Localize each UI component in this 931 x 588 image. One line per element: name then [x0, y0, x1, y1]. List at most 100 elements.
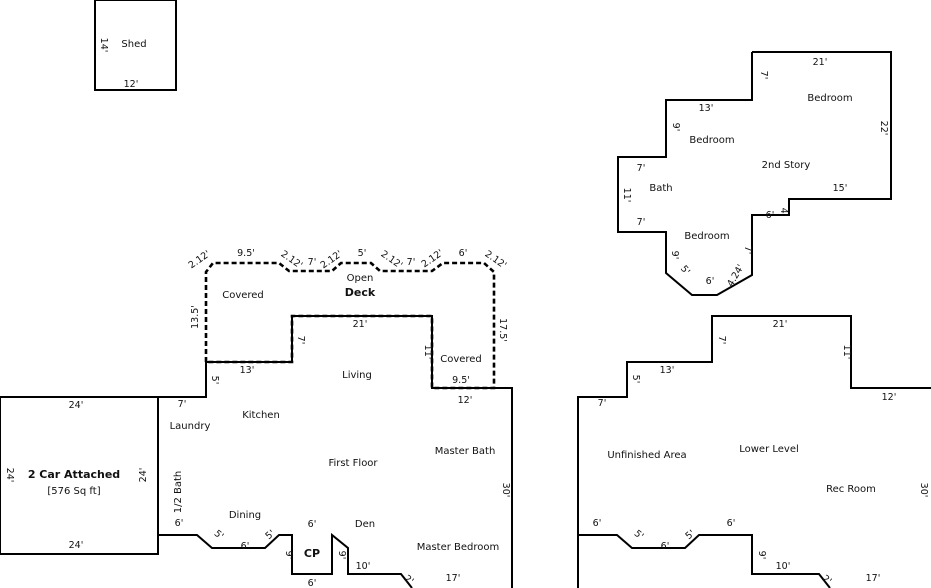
lower-level-outline	[577, 315, 931, 588]
ll-dim-bottom-3: 6'	[727, 518, 736, 529]
deck-covered-right: Covered	[440, 354, 482, 365]
ff-dim-bottom-2: 6'	[241, 541, 250, 552]
deck-dim-corner-1: 2.12'	[187, 249, 213, 272]
ff-dim-garage-top: 7'	[178, 399, 187, 410]
room-dining: Dining	[229, 510, 261, 521]
deck-covered-left: Covered	[222, 290, 264, 301]
room-bedroom-ne: Bedroom	[807, 93, 852, 104]
ff-dim-angle-3: 2'	[402, 573, 416, 587]
dim-bath-top: 7'	[637, 163, 646, 174]
ll-dim-bottom-1: 6'	[593, 518, 602, 529]
ll-dim-notch-v: 9'	[756, 551, 767, 560]
room-unfinished: Unfinished Area	[607, 450, 686, 461]
deck-dim-corner-2: 2.12'	[279, 249, 305, 272]
room-half-bath: 1/2 Bath	[173, 471, 184, 514]
dim-notch-h: 6'	[766, 210, 775, 221]
ff-dim-bottom-1: 6'	[175, 518, 184, 529]
ff-dim-left-step: 5'	[209, 376, 220, 385]
ff-dim-cp-bottom: 6'	[308, 578, 317, 588]
deck-dim-top-2: 7'	[308, 257, 317, 268]
ll-dim-right-upper: 11'	[841, 345, 852, 360]
first-floor-plan: First Floor Living Kitchen Laundry 1/2 B…	[158, 315, 513, 588]
ff-dim-step-h: 13'	[240, 365, 255, 376]
room-den: Den	[355, 519, 375, 530]
shed-width-dim: 12'	[124, 79, 139, 90]
ll-dim-angle-1: 5'	[632, 528, 646, 542]
shed-label: Shed	[121, 39, 146, 50]
ll-dim-bottom-right: 17'	[866, 573, 881, 584]
deck-dim-left: 13.5'	[190, 305, 201, 329]
dim-bottom-right: 15'	[833, 183, 848, 194]
room-bath-upper: Bath	[649, 183, 672, 194]
deck-dim-right: 17.5'	[497, 318, 508, 342]
ff-dim-den-left: 9'	[336, 551, 347, 560]
dim-angle-right: 4.24'	[725, 263, 746, 289]
dim-angle-left: 5'	[678, 264, 692, 278]
ll-dim-top: 21'	[773, 319, 788, 330]
ff-dim-angle-2: 5'	[264, 528, 278, 542]
ff-dim-bottom-right: 17'	[446, 573, 461, 584]
ll-dim-left-step: 5'	[630, 375, 641, 384]
room-bedroom-nw: Bedroom	[689, 135, 734, 146]
ff-dim-angle-1: 5'	[212, 528, 226, 542]
deck-dim-top-3: 5'	[358, 248, 367, 259]
ff-dim-cp-left: 9'	[283, 551, 294, 560]
dim-bottom: 6'	[706, 276, 715, 287]
ll-dim-right: 30'	[918, 483, 929, 498]
second-story-outline	[617, 51, 892, 296]
lower-level-title: Lower Level	[739, 444, 799, 455]
dim-bath-left: 11'	[621, 188, 632, 203]
deck-dim-top-5: 6'	[459, 248, 468, 259]
room-bedroom-s: Bedroom	[684, 231, 729, 242]
garage-dim-bottom: 24'	[69, 540, 84, 551]
dim-notch-v: 4'	[778, 208, 789, 217]
room-master-bedroom: Master Bedroom	[417, 542, 500, 553]
deck-dim-top-4: 7'	[407, 257, 416, 268]
lower-level-plan: Lower Level Unfinished Area Rec Room 21'…	[577, 315, 931, 588]
ll-dim-step-h: 13'	[660, 365, 675, 376]
ll-dim-right-top: 12'	[882, 392, 897, 403]
ll-dim-bottom-2: 6'	[661, 541, 670, 552]
deck-dim-top-1: 9.5'	[237, 248, 255, 259]
deck-dim-corner-6: 2.12'	[483, 249, 509, 272]
second-story-plan: 2nd Story Bedroom Bedroom Bath Bedroom 2…	[617, 51, 892, 296]
garage-dim-right: 24'	[138, 468, 149, 483]
deck-dim-corner-5: 2.12'	[420, 248, 446, 271]
ll-dim-angle-2: 5'	[684, 528, 698, 542]
deck-dim-corner-4: 2.12'	[379, 249, 405, 272]
deck-title: Open	[347, 273, 374, 284]
room-living: Living	[342, 370, 372, 381]
room-cp: CP	[304, 547, 320, 560]
garage-title: 2 Car Attached	[28, 468, 120, 481]
ff-dim-right: 30'	[500, 483, 511, 498]
room-master-bath: Master Bath	[435, 446, 496, 457]
ll-dim-angle-3: 2'	[820, 573, 834, 587]
shed-depth-dim: 14'	[98, 38, 109, 53]
garage-dim-left: 24'	[4, 468, 15, 483]
dim-left-lower: 9'	[669, 251, 680, 260]
ff-dim-top: 21'	[353, 319, 368, 330]
ff-dim-cp-top: 6'	[308, 519, 317, 530]
first-floor-bottom-outline	[158, 532, 413, 588]
ff-dim-step-v: 7'	[295, 336, 306, 345]
dim-right-lower: 7'	[742, 246, 753, 255]
room-rec: Rec Room	[826, 484, 876, 495]
second-story-title: 2nd Story	[762, 160, 811, 171]
first-floor-outline	[158, 315, 513, 588]
first-floor-title: First Floor	[328, 458, 378, 469]
shed-plan: Shed 12' 14'	[94, 0, 177, 91]
garage-plan: 2 Car Attached [576 Sq ft] 24' 24' 24' 2…	[0, 396, 159, 555]
garage-area: [576 Sq ft]	[47, 486, 100, 497]
ll-dim-left-top: 7'	[598, 398, 607, 409]
ff-dim-den-bottom: 10'	[356, 561, 371, 572]
shed-outline	[94, 0, 177, 91]
deck-title-2: Deck	[345, 286, 376, 299]
room-laundry: Laundry	[170, 421, 211, 432]
deck-dim-corner-3: 2.12'	[319, 249, 345, 272]
ff-dim-right-top: 12'	[458, 395, 473, 406]
lower-level-bottom-outline	[578, 534, 831, 588]
room-kitchen: Kitchen	[242, 410, 280, 421]
deck-outline	[204, 261, 496, 390]
dim-bath-bottom: 7'	[637, 217, 646, 228]
ff-dim-right-upper: 11'	[422, 345, 433, 360]
